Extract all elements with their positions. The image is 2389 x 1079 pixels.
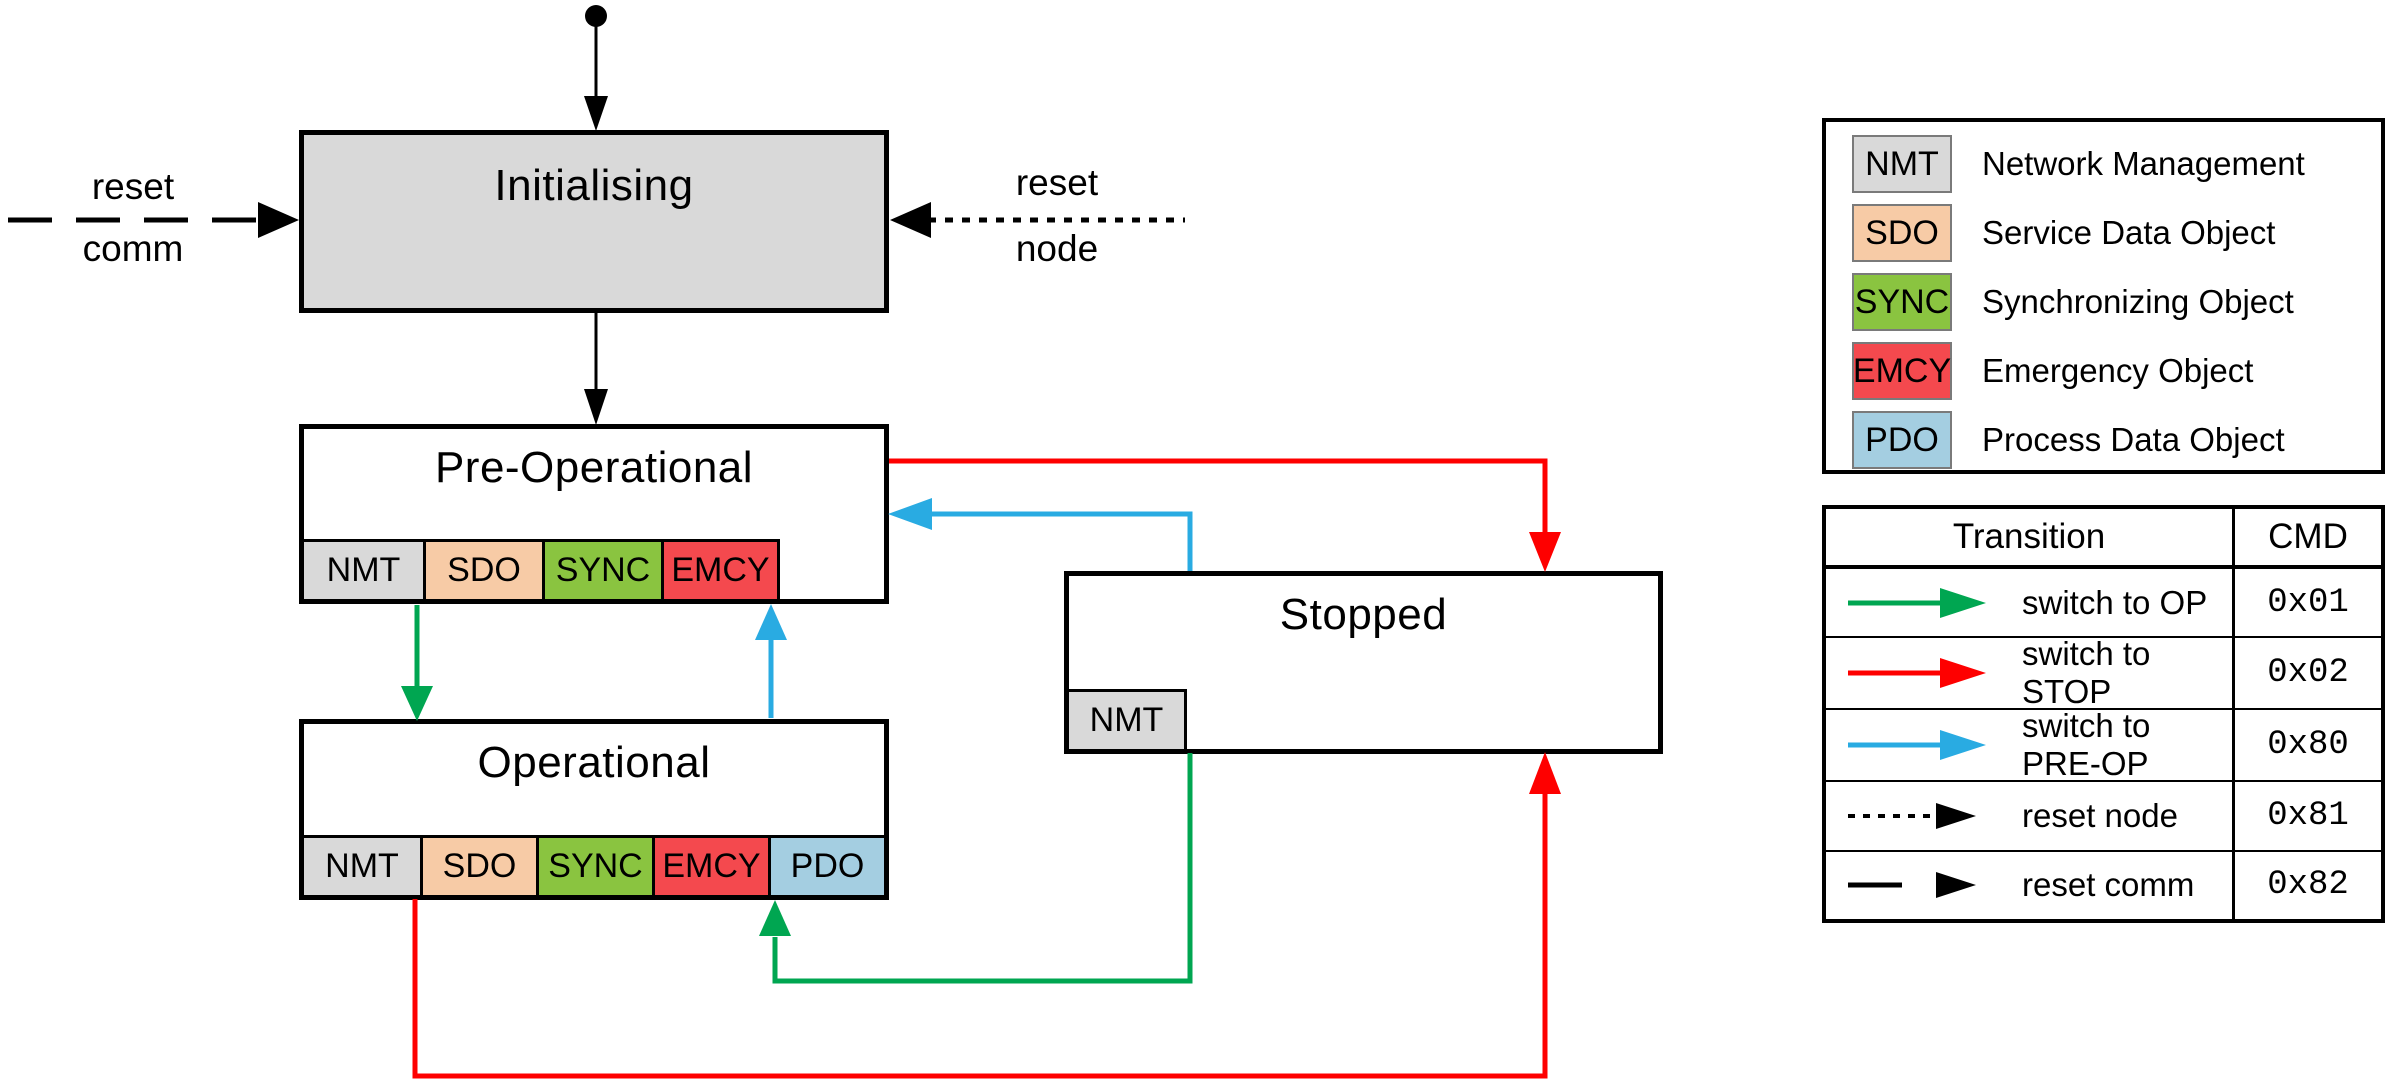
table-cell-cmd: 0x01 xyxy=(2267,583,2349,622)
table-row-reset-node: reset node 0x81 xyxy=(1826,782,2381,852)
object-legend: NMT Network Management SDO Service Data … xyxy=(1822,118,2385,474)
tab-sync: SYNC xyxy=(536,835,652,895)
table-cell-transition: switch to OP xyxy=(2022,583,2208,621)
dash-arrow-icon xyxy=(1848,872,1976,899)
legend-label: Emergency Object xyxy=(1982,352,2254,389)
state-title-pre-operational: Pre-Operational xyxy=(434,443,754,492)
stopped-tab-row: NMT xyxy=(1069,689,1187,749)
legend-row: PDO Process Data Object xyxy=(1852,411,2381,469)
reset-node-label-line2: node xyxy=(1015,228,1099,269)
state-pre-operational: Pre-Operational NMT SDO SYNC EMCY xyxy=(299,424,889,604)
legend-swatch-pdo: PDO xyxy=(1852,411,1952,469)
transition-switch-to-stop-preop-to-stopped xyxy=(889,458,1561,572)
table-row-switch-to-stop: switch to STOP 0x02 xyxy=(1826,635,2381,711)
legend-label: Process Data Object xyxy=(1982,421,2285,458)
table-row-switch-to-op: switch to OP 0x01 xyxy=(1826,568,2381,639)
legend-label: Service Data Object xyxy=(1982,214,2276,251)
transition-switch-to-op-preop-to-op xyxy=(401,605,433,721)
tab-nmt: NMT xyxy=(304,835,420,895)
transition-switch-to-preop-stopped-to-preop xyxy=(888,498,1193,571)
table-row-reset-comm: reset comm 0x82 xyxy=(1826,851,2381,919)
tab-emcy: EMCY xyxy=(652,835,768,895)
tab-nmt: NMT xyxy=(1069,689,1187,749)
dotted-arrow-icon xyxy=(1848,802,1976,829)
legend-swatch-emcy: EMCY xyxy=(1852,342,1952,400)
transition-cmd-table: Transition CMD switch to OP 0x01 switch … xyxy=(1822,505,2385,923)
blue-arrow-icon xyxy=(1848,730,1986,761)
reset-comm-label-line1: reset xyxy=(91,166,175,207)
state-title-initialising: Initialising xyxy=(494,161,694,210)
table-cell-transition: reset comm xyxy=(2022,866,2195,904)
operational-tab-row: NMT SDO SYNC EMCY PDO xyxy=(304,835,884,895)
table-cell-transition: reset node xyxy=(2022,796,2178,834)
legend-row: NMT Network Management xyxy=(1852,135,2381,193)
legend-swatch-sdo: SDO xyxy=(1852,204,1952,262)
legend-swatch-nmt: NMT xyxy=(1852,135,1952,193)
table-cell-cmd: 0x81 xyxy=(2267,796,2349,835)
state-initialising: Initialising xyxy=(299,130,889,313)
preop-tab-row: NMT SDO SYNC EMCY xyxy=(304,539,780,599)
table-header-transition: Transition xyxy=(1826,509,2235,565)
legend-label: Synchronizing Object xyxy=(1982,283,2294,320)
table-cell-cmd: 0x02 xyxy=(2267,654,2349,693)
state-title-operational: Operational xyxy=(477,738,711,787)
legend-row: EMCY Emergency Object xyxy=(1852,342,2381,400)
red-arrow-icon xyxy=(1848,658,1986,689)
table-cell-cmd: 0x80 xyxy=(2267,726,2349,765)
table-cell-transition: switch to PRE-OP xyxy=(2022,707,2151,783)
state-stopped: Stopped NMT xyxy=(1064,571,1663,754)
legend-label: Network Management xyxy=(1982,145,2305,182)
transition-init-to-preop xyxy=(584,313,608,425)
tab-sync: SYNC xyxy=(542,539,661,599)
reset-comm-label-line2: comm xyxy=(82,228,184,269)
state-operational: Operational NMT SDO SYNC EMCY PDO xyxy=(299,719,889,900)
tab-nmt: NMT xyxy=(304,539,423,599)
table-header-cmd: CMD xyxy=(2268,516,2348,556)
table-cell-cmd: 0x82 xyxy=(2267,866,2349,905)
tab-sdo: SDO xyxy=(420,835,536,895)
table-row-switch-to-preop: switch to PRE-OP 0x80 xyxy=(1826,707,2381,783)
table-header-row: Transition CMD xyxy=(1826,509,2381,569)
tab-pdo: PDO xyxy=(768,835,884,895)
tab-sdo: SDO xyxy=(423,539,542,599)
legend-swatch-sync: SYNC xyxy=(1852,273,1952,331)
green-arrow-icon xyxy=(1848,587,1986,618)
tab-emcy: EMCY xyxy=(661,539,780,599)
reset-node-label-line1: reset xyxy=(1015,162,1099,203)
transition-initial xyxy=(584,5,608,131)
legend-row: SDO Service Data Object xyxy=(1852,204,2381,262)
state-title-stopped: Stopped xyxy=(1279,590,1448,639)
table-cell-transition: switch to STOP xyxy=(2022,635,2151,711)
legend-row: SYNC Synchronizing Object xyxy=(1852,273,2381,331)
transition-switch-to-preop-op-to-preop xyxy=(755,604,787,718)
